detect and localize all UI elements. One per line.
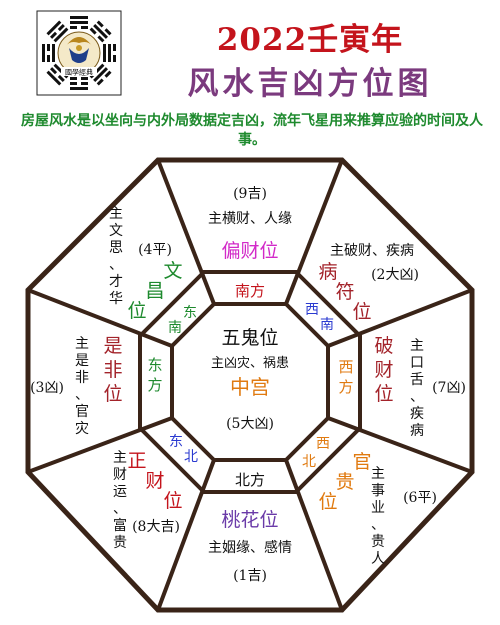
svg-text:主是非、官灾: 主是非、官灾 [75, 336, 89, 437]
sector-west: 西方 破财位 主口舌、疾病 (7凶) [338, 335, 465, 439]
north-effect: 主姻缘、感情 [208, 539, 292, 556]
northwest-star: (6平) [403, 490, 437, 506]
svg-text:破财位: 破财位 [374, 335, 393, 405]
north-position: 桃花位 [221, 509, 278, 531]
svg-text:东方: 东方 [147, 356, 162, 394]
south-direction: 南方 [235, 282, 265, 300]
northwest-position: 官贵位 [318, 451, 371, 513]
south-effect: 主横财、人缘 [208, 211, 292, 227]
south-position: 偏财位 [221, 240, 278, 262]
east-direction: 东方 [147, 356, 162, 394]
north-direction: 北方 [235, 471, 265, 489]
page-title: 2022壬寅年 [216, 22, 404, 58]
west-effect: 主口舌、疾病 [410, 338, 424, 439]
west-direction: 西方 [338, 358, 353, 396]
west-position: 破财位 [374, 335, 393, 405]
page-subtitle: 风水吉凶方位图 [187, 66, 433, 102]
center-effect: 主凶灾、祸患 [211, 355, 289, 371]
southeast-effect: 主文思、才华 [109, 206, 123, 307]
center-star: (5大凶) [226, 416, 274, 432]
logo: 國學經典 [36, 10, 122, 96]
intro-text: 房屋风水是以坐向与内外局数据定吉凶，流年飞星用来推算应验的时间及人事。 [21, 113, 483, 148]
logo-text: 國學經典 [65, 68, 93, 77]
northeast-direction: 东北 [169, 434, 198, 465]
southwest-effect: 主破财、疾病 [330, 243, 414, 259]
northwest-direction: 西北 [302, 436, 330, 470]
south-star: (9吉) [233, 186, 267, 202]
svg-text:是非位: 是非位 [103, 335, 122, 405]
southeast-star: (4平) [138, 242, 172, 258]
southeast-direction: 东南 [168, 305, 197, 336]
northeast-position: 正财位 [127, 450, 182, 512]
svg-text:西方: 西方 [338, 358, 353, 396]
north-star: (1吉) [233, 568, 267, 584]
southeast-position: 文昌位 [127, 260, 182, 322]
sector-dividers [27, 159, 473, 611]
southwest-position: 病符位 [318, 261, 371, 323]
center-palace: 中宫 [230, 375, 270, 399]
southwest-direction: 西南 [305, 302, 334, 333]
northwest-effect: 主事业、贵人 [371, 466, 385, 567]
northeast-star: (8大吉) [132, 519, 180, 535]
southwest-star: (2大凶) [371, 267, 419, 283]
east-star: (3凶) [30, 380, 64, 396]
svg-text:主财运、富贵: 主财运、富贵 [113, 450, 127, 551]
svg-text:主事业、贵人: 主事业、贵人 [371, 466, 385, 567]
svg-text:主文思、才华: 主文思、才华 [109, 206, 123, 307]
northeast-effect: 主财运、富贵 [113, 450, 127, 551]
sector-southeast: 主文思、才华 (4平) 文昌位东南 [109, 206, 197, 336]
east-effect: 主是非、官灾 [75, 336, 89, 437]
east-position: 是非位 [103, 335, 122, 405]
center-name: 五鬼位 [221, 327, 278, 349]
west-star: (7凶) [432, 380, 466, 396]
svg-text:主口舌、疾病: 主口舌、疾病 [410, 338, 424, 439]
